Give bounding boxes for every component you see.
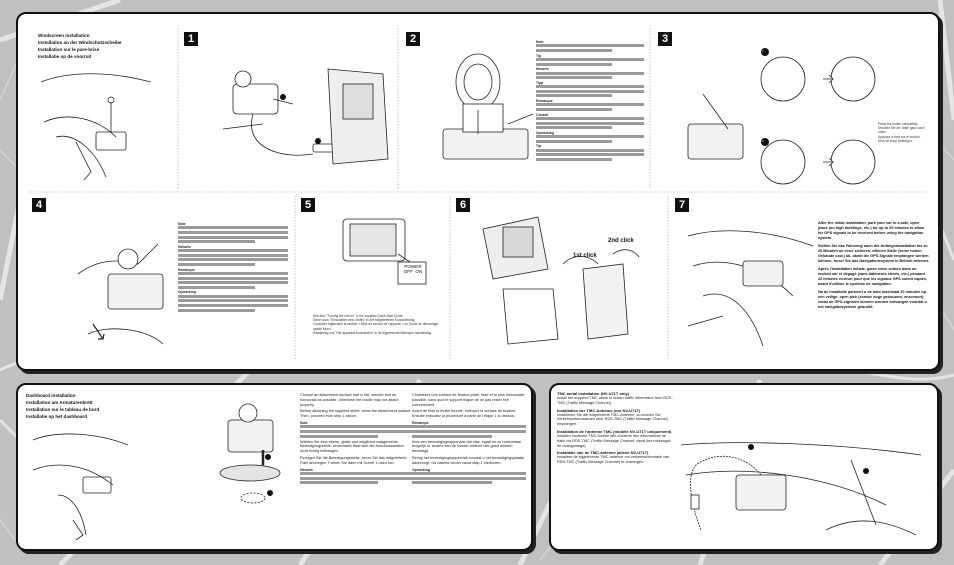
- dashboard-title: Dashboard installation Installation am A…: [26, 392, 99, 420]
- step-3-badge: 3: [658, 32, 672, 46]
- tmc-text: TMC aerial installation (NV-U71T only) I…: [557, 391, 673, 465]
- step-dividers: [28, 28, 928, 359]
- first-click-label: 1st click: [573, 253, 597, 259]
- dashboard-col2-p4: Reinig het bevestigingsoppervlak voordat…: [412, 455, 525, 465]
- step-4-notes: Note Hinweis Remarque Opmerking: [178, 222, 288, 313]
- dashboard-column-2: Choisissez une surface de fixation plate…: [412, 393, 526, 486]
- step-2-notes: Note Tip Hinweis Tipp Remarque Conseil O…: [536, 40, 644, 163]
- step-7-badge: 7: [675, 198, 689, 212]
- tmc-block-de: Installation der TMC-Antenne (nur NV-U71…: [557, 408, 673, 427]
- dashboard-title-en: Dashboard installation: [26, 393, 76, 398]
- dashboard-cradle-illustration: [219, 403, 281, 504]
- second-click-label: 2nd click: [608, 238, 634, 244]
- dashboard-installation-panel: Dashboard installation Installation am A…: [16, 383, 533, 551]
- step-3-note-en: Press the button completely.: [878, 122, 918, 126]
- step-3-note-de: Drücken Sie die Taste ganz nach unten.: [878, 126, 925, 135]
- dashboard-col1-p4: Reinigen Sie die Befestigungsstelle, bev…: [300, 455, 407, 465]
- step-3-note-fr: Appuyez à fond sur le bouton.: [878, 134, 921, 139]
- step-5-caption-fr: Consultez également la section « Mise en…: [313, 322, 439, 331]
- step-5-badge: 5: [301, 198, 315, 212]
- step-3-notes: Press the button completely. Drücken Sie…: [878, 122, 933, 143]
- dashboard-col1-p1: Choose an attachment surface that is fla…: [300, 393, 399, 407]
- step-4-illustration: [77, 243, 164, 345]
- title-fr: Installation sur le pare-brise: [38, 47, 100, 52]
- step-7-illustration: [687, 230, 814, 347]
- step-6-illustration: [482, 216, 640, 345]
- step-5-caption-de: Siehe auch "Einschalten des Geräts" in d…: [313, 318, 416, 323]
- tmc-body-fr: Installez l'antenne TMC fournie afin d'o…: [557, 433, 671, 448]
- tmc-block-nl: Installatie van de TMC-antenne (alleen N…: [557, 450, 673, 465]
- dashboard-column-1: Choose an attachment surface that is fla…: [300, 393, 412, 486]
- tmc-block-en: TMC aerial installation (NV-U71T only) I…: [557, 391, 673, 406]
- tmc-aerial-panel: TMC aerial installation (NV-U71T only) I…: [549, 383, 939, 551]
- dashboard-title-de: Installation am Armaturenbrett: [26, 400, 93, 405]
- step-7-paragraph-en: After the initial installation, park you…: [818, 221, 925, 240]
- step-2-illustration: [442, 53, 534, 160]
- step-7-text: After the initial installation, park you…: [818, 221, 930, 310]
- tmc-title-en: TMC aerial installation (NV-U71T only): [557, 391, 630, 396]
- dashboard-col1-p3: Wählen Sie eine ebene, glatte und möglic…: [300, 439, 404, 454]
- step-3-note-nl: Druk de knop volledig in.: [878, 138, 913, 143]
- step-7-paragraph-nl: Na de installatie parkeert u de auto max…: [818, 290, 927, 309]
- tmc-body-de: Installieren Sie die mitgelieferte TMC-A…: [557, 412, 668, 427]
- step-3-callout-1: 1: [762, 49, 764, 53]
- title-en: Windscreen installation: [38, 33, 90, 38]
- dashboard-title-fr: Installation sur le tableau de bord: [26, 407, 100, 412]
- tmc-title-fr: Installation de l'antenne TMC (modèle NV…: [557, 428, 672, 434]
- step-5-caption: See also "Turning the unit on" in the su…: [313, 314, 447, 335]
- step-5-caption-nl: Raadpleeg ook "Het apparaat inschakelen"…: [313, 330, 433, 335]
- step-7-paragraph-fr: Après l'installation initiale, garez vot…: [818, 267, 928, 286]
- windscreen-title: Windscreen installation Installation an …: [38, 32, 121, 60]
- tmc-block-fr: Installation de l'antenne TMC (modèle NV…: [557, 429, 673, 448]
- dashboard-title-nl: Installatie op het dashboard: [26, 414, 88, 419]
- dashboard-col2-p3: Kies een bevestigingsoppervlak dat vlak,…: [412, 439, 521, 454]
- tmc-body-nl: Installeer de bijgeleverde TMC-antenne o…: [557, 455, 670, 465]
- step-1-illustration: [222, 68, 389, 165]
- step-3-callout-2: 2: [762, 139, 764, 143]
- step-4-badge: 4: [32, 198, 46, 212]
- step-5-caption-en: See also "Turning the unit on" in the su…: [313, 314, 404, 318]
- dashboard-col1-p2: Before attaching the supplied sheet, cle…: [300, 409, 412, 419]
- car-interior-illustration: [40, 73, 152, 181]
- dashboard-col2-p2: Avant de fixer la feuille fournie, netto…: [412, 409, 517, 419]
- tmc-title-nl: Installatie van de TMC-antenne (alleen N…: [557, 450, 649, 456]
- tmc-body-en: Install the supplied TMC aerial to obtai…: [557, 396, 673, 405]
- step-5-illustration: [342, 218, 427, 285]
- power-label: POWER: [404, 264, 422, 269]
- power-switch: POWER OFF ON: [399, 264, 427, 274]
- tmc-title-de: Installation der TMC-Antenne (nur NV-U71…: [557, 407, 641, 413]
- step-3-illustration: [687, 48, 876, 185]
- title-de: Installation an der Windschutzscheibe: [38, 40, 122, 45]
- windscreen-installation-panel: Windscreen installation Installation an …: [16, 12, 940, 371]
- dashboard-car-illustration: [32, 433, 129, 541]
- title-nl: Installatie op de voorruit: [38, 54, 92, 59]
- step-6-badge: 6: [456, 198, 470, 212]
- power-on-label: ON: [415, 269, 423, 274]
- step-1-badge: 1: [184, 32, 198, 46]
- step-7-paragraph-de: Stellen Sie das Fahrzeug nach der Anfang…: [818, 244, 930, 263]
- dashboard-col2-p1: Choisissez une surface de fixation plate…: [412, 393, 525, 407]
- power-off-label: OFF: [403, 269, 413, 274]
- tmc-illustration: [680, 442, 922, 536]
- step-2-badge: 2: [406, 32, 420, 46]
